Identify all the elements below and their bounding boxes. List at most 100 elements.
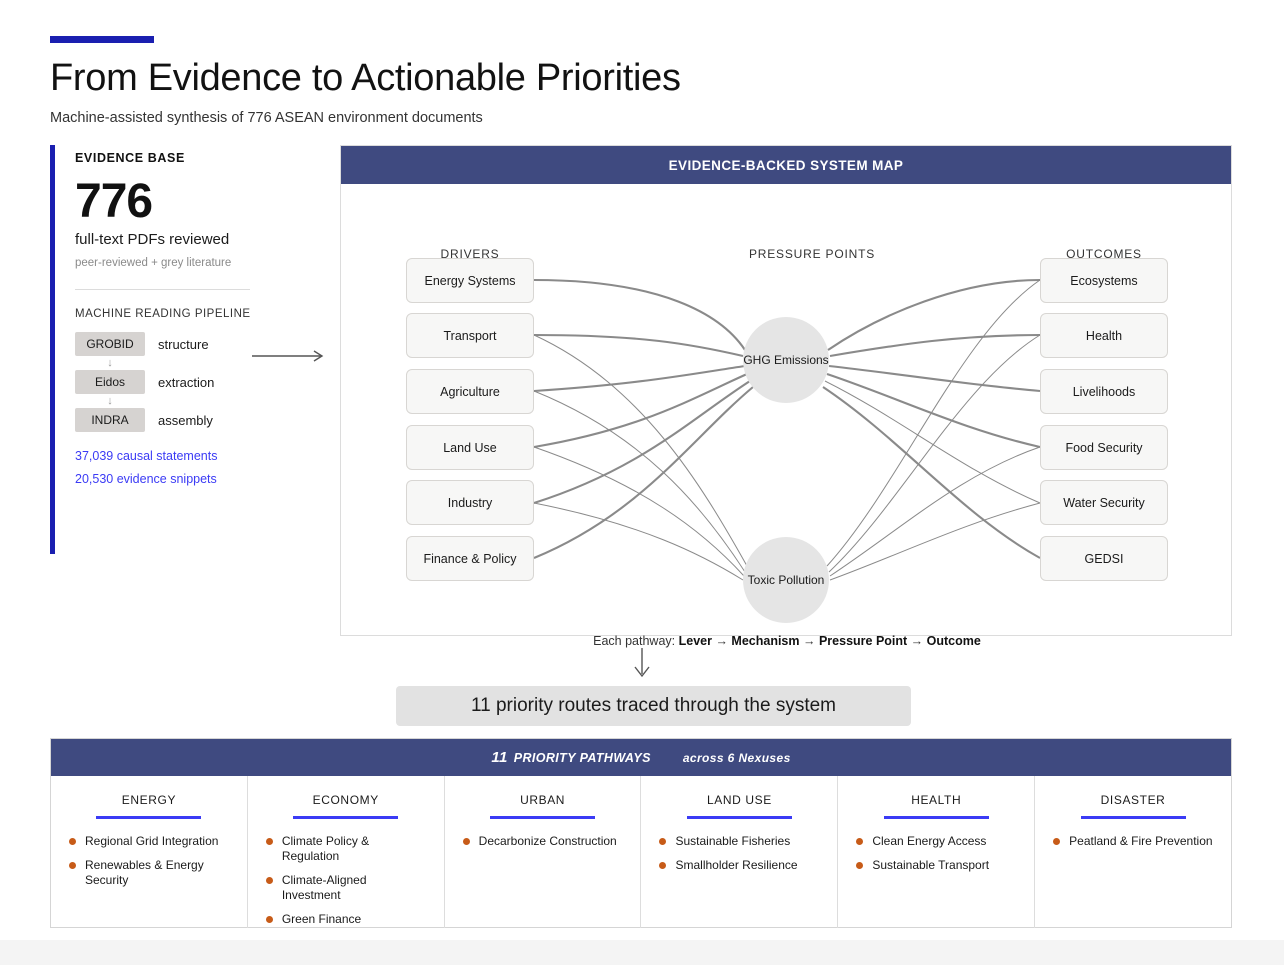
- stat-evidence-snippets: 20,530 evidence snippets: [75, 472, 217, 486]
- driver-node-land-use[interactable]: Land Use: [406, 425, 534, 470]
- bullet-icon: [856, 838, 864, 845]
- bullet-icon: [659, 838, 667, 845]
- list-item[interactable]: Clean Energy Access: [856, 834, 1016, 849]
- list-item[interactable]: Regional Grid Integration: [69, 834, 229, 849]
- pathway-legend: Each pathway: Lever → Mechanism → Pressu…: [341, 634, 1233, 648]
- driver-node-agriculture[interactable]: Agriculture: [406, 369, 534, 414]
- pathway-label: Sustainable Fisheries: [675, 834, 791, 848]
- down-arrow-icon: ↓: [107, 395, 113, 407]
- nexus-rule: [490, 816, 596, 819]
- evidence-base-panel: EVIDENCE BASE 776 full-text PDFs reviewe…: [50, 145, 312, 554]
- pipeline-chip-grobid: GROBID: [75, 332, 145, 356]
- system-map-edges: [533, 278, 1041, 581]
- page-title: From Evidence to Actionable Priorities: [50, 57, 681, 99]
- pathway-step-lever: Lever: [678, 634, 712, 648]
- column-label-pressure-points: PRESSURE POINTS: [748, 247, 876, 261]
- system-map-panel: EVIDENCE-BACKED SYSTEM MAP DRIVERS PRESS…: [340, 145, 1232, 648]
- outcome-node-ecosystems[interactable]: Ecosystems: [1040, 258, 1168, 303]
- nexus-column-energy: ENERGY Regional Grid Integration Renewab…: [51, 776, 248, 928]
- pathway-label: Renewables & Energy Security: [85, 858, 204, 887]
- list-item[interactable]: Renewables & Energy Security: [69, 858, 229, 888]
- nexus-rule: [1080, 816, 1186, 819]
- bullet-icon: [462, 838, 470, 845]
- nexus-items: Peatland & Fire Prevention: [1053, 834, 1213, 849]
- list-item[interactable]: Decarbonize Construction: [462, 834, 623, 849]
- nexus-title: ECONOMY: [312, 793, 379, 807]
- pathway-sep: →: [799, 634, 819, 648]
- pathway-step-outcome: Outcome: [926, 634, 981, 648]
- evidence-divider: [75, 289, 250, 290]
- pathway-label: Decarbonize Construction: [478, 834, 617, 848]
- pathway-step-mechanism: Mechanism: [731, 634, 800, 648]
- list-item[interactable]: Peatland & Fire Prevention: [1053, 834, 1213, 849]
- stat-causal-statements: 37,039 causal statements: [75, 449, 218, 463]
- nexus-title: HEALTH: [911, 793, 962, 807]
- down-arrow-icon: ↓: [107, 357, 113, 369]
- pipeline-label-extraction: extraction: [158, 374, 215, 390]
- bullet-icon: [69, 838, 76, 845]
- outcome-node-livelihoods[interactable]: Livelihoods: [1040, 369, 1168, 414]
- bullet-icon: [265, 877, 273, 884]
- bullet-icon: [265, 838, 273, 845]
- system-map-body: DRIVERS PRESSURE POINTS OUTCOMES: [341, 184, 1231, 648]
- nexus-rule: [96, 816, 202, 819]
- pathway-label: Green Finance: [281, 912, 362, 926]
- pathway-label: Peatland & Fire Prevention: [1069, 834, 1213, 848]
- driver-node-transport[interactable]: Transport: [406, 313, 534, 358]
- nexus-title: URBAN: [520, 793, 566, 807]
- list-item[interactable]: Climate Policy & Regulation: [265, 834, 426, 864]
- routes-banner: 11 priority routes traced through the sy…: [396, 686, 911, 726]
- nexus-title: ENERGY: [121, 793, 177, 807]
- nexus-title: DISASTER: [1100, 793, 1166, 807]
- pipeline-chip-eidos: Eidos: [75, 370, 145, 394]
- pressure-node-toxic-pollution[interactable]: Toxic Pollution: [743, 537, 829, 623]
- list-item[interactable]: Green Finance: [265, 912, 426, 927]
- nexus-items: Sustainable Fisheries Smallholder Resili…: [659, 834, 819, 873]
- nexus-rule: [686, 816, 792, 819]
- bullet-icon: [856, 862, 864, 869]
- list-item[interactable]: Smallholder Resilience: [659, 858, 819, 873]
- outcome-node-gedsi[interactable]: GEDSI: [1040, 536, 1168, 581]
- pipeline-chip-indra: INDRA: [75, 408, 145, 432]
- pathways-count: 11: [491, 749, 508, 766]
- pathway-sep: →: [907, 634, 927, 648]
- pathway-step-pressure-point: Pressure Point: [818, 634, 908, 648]
- pipeline-step: GROBID structure: [75, 332, 312, 356]
- pathway-label: Clean Energy Access: [872, 834, 987, 848]
- pipeline-label-structure: structure: [158, 336, 209, 352]
- nexus-items: Regional Grid Integration Renewables & E…: [69, 834, 229, 888]
- list-item[interactable]: Climate-Aligned Investment: [265, 873, 426, 903]
- driver-node-energy-systems[interactable]: Energy Systems: [406, 258, 534, 303]
- right-arrow-icon: [252, 350, 324, 362]
- bullet-icon: [265, 916, 273, 923]
- nexus-items: Climate Policy & Regulation Climate-Alig…: [265, 834, 426, 927]
- page-subtitle: Machine-assisted synthesis of 776 ASEAN …: [50, 110, 483, 126]
- bullet-icon: [69, 862, 76, 869]
- nexus-rule: [293, 816, 399, 819]
- pathway-label: Smallholder Resilience: [675, 858, 798, 872]
- pathway-legend-prefix: Each pathway:: [593, 634, 679, 648]
- list-item[interactable]: Sustainable Fisheries: [659, 834, 819, 849]
- pathway-label: Regional Grid Integration: [85, 834, 219, 848]
- evidence-base-heading: EVIDENCE BASE: [75, 151, 185, 165]
- nexus-rule: [883, 816, 989, 819]
- driver-node-finance-policy[interactable]: Finance & Policy: [406, 536, 534, 581]
- system-map-header: EVIDENCE-BACKED SYSTEM MAP: [341, 146, 1231, 184]
- pipeline-heading: MACHINE READING PIPELINE: [75, 308, 251, 320]
- driver-node-industry[interactable]: Industry: [406, 480, 534, 525]
- outcome-node-water-security[interactable]: Water Security: [1040, 480, 1168, 525]
- priority-pathways-panel: 11 PRIORITY PATHWAYS across 6 Nexuses EN…: [50, 738, 1232, 928]
- pressure-node-ghg-emissions[interactable]: GHG Emissions: [743, 317, 829, 403]
- bullet-icon: [1053, 838, 1061, 845]
- down-arrow-icon: [634, 648, 650, 678]
- evidence-caption: full-text PDFs reviewed: [75, 231, 230, 248]
- outcome-node-health[interactable]: Health: [1040, 313, 1168, 358]
- nexus-column-urban: URBAN Decarbonize Construction: [445, 776, 642, 928]
- list-item[interactable]: Sustainable Transport: [856, 858, 1016, 873]
- pathway-label: Sustainable Transport: [872, 858, 990, 872]
- outcome-node-food-security[interactable]: Food Security: [1040, 425, 1168, 470]
- nexus-items: Decarbonize Construction: [462, 834, 623, 849]
- pathway-label: Climate-Aligned Investment: [281, 873, 367, 902]
- nexus-title: LAND USE: [706, 793, 772, 807]
